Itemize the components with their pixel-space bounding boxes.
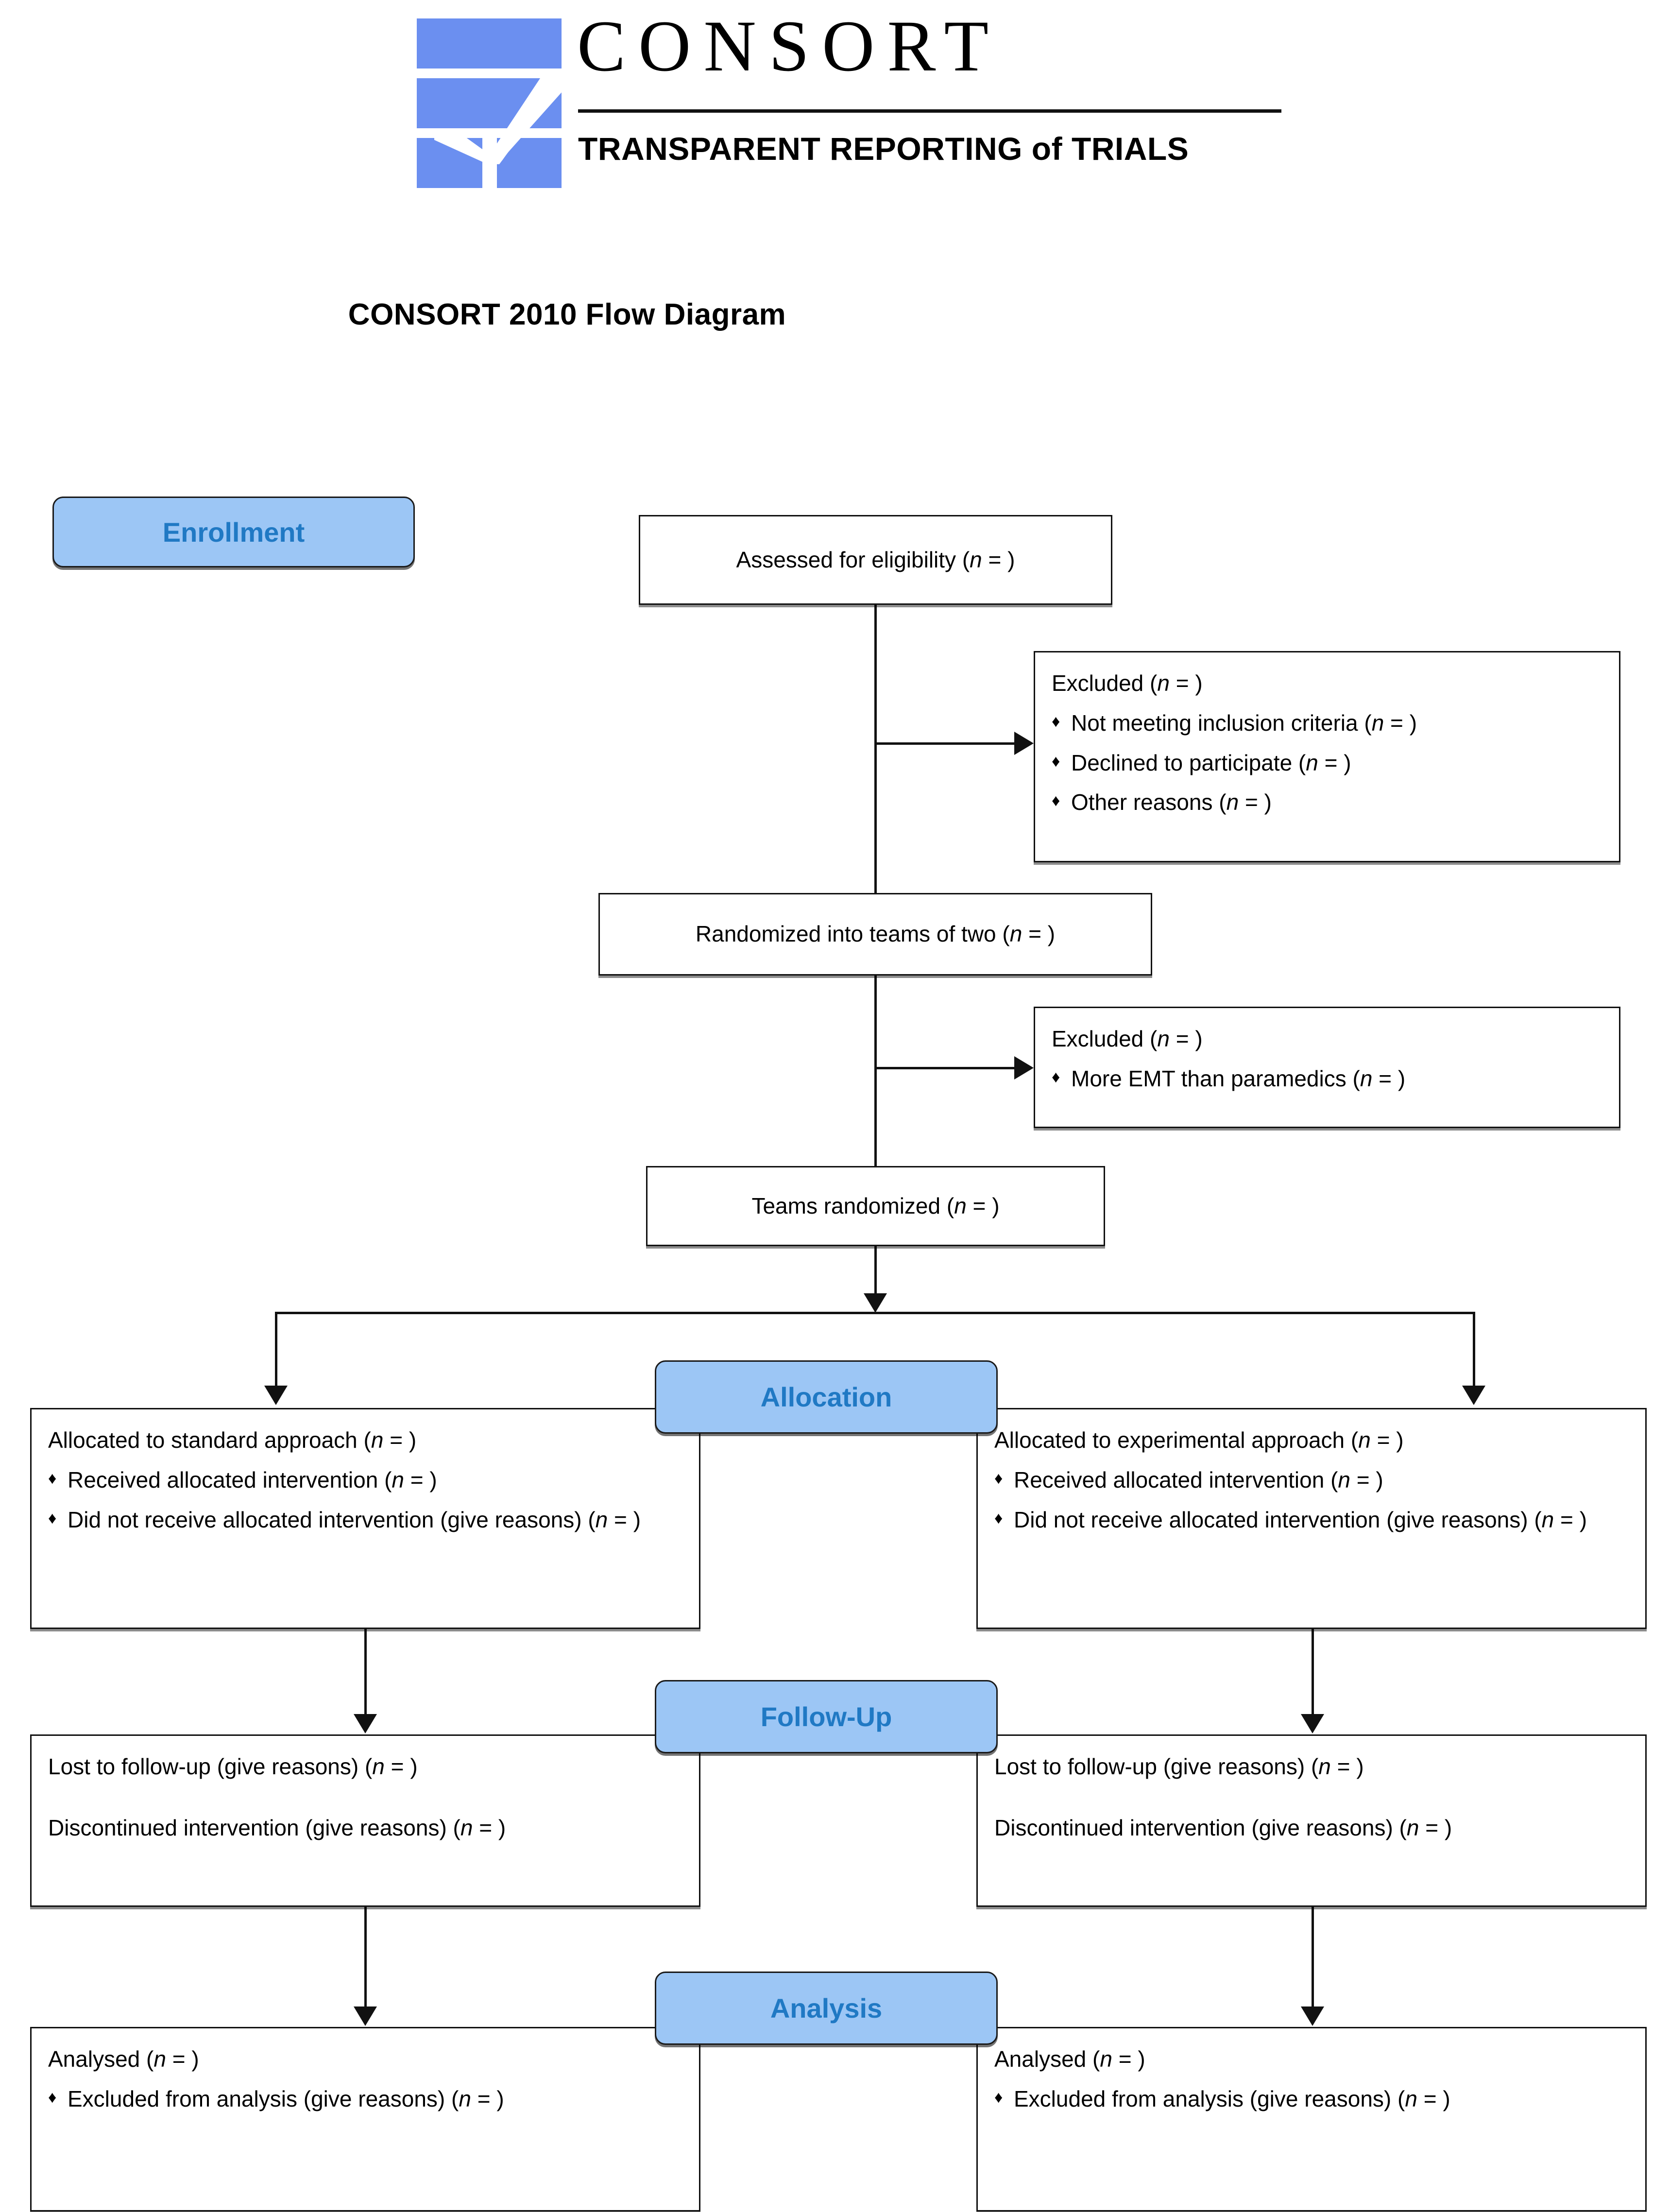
logo-bar-top [417,18,562,69]
box-randomized-into-teams-text: Randomized into teams of two (n = ) [695,921,1056,947]
stage-label-followup-text: Follow-Up [760,1701,892,1732]
list-item: ♦ Received allocated intervention (n = ) [48,1466,682,1495]
consort-logo: CONSORT TRANSPARENT REPORTING of TRIALS [417,10,1306,204]
list-item: ♦ Received allocated intervention (n = ) [994,1466,1629,1495]
arrowhead-excluded-1 [1014,732,1034,755]
list-item-label: Excluded from analysis (give reasons) (n… [68,2086,504,2111]
diamond-bullet-icon: ♦ [1052,791,1060,810]
box-allocation-standard: Allocated to standard approach (n = ) ♦ … [30,1408,700,1629]
diamond-bullet-icon: ♦ [1052,752,1060,771]
connector-alloc-to-fu-right [1312,1629,1314,1715]
list-item: ♦ Did not receive allocated intervention… [48,1506,682,1535]
checkmark-icon [431,69,562,164]
box-allocation-standard-heading: Allocated to standard approach (n = ) [48,1427,417,1453]
diamond-bullet-icon: ♦ [1052,712,1060,731]
list-item: ♦ Excluded from analysis (give reasons) … [48,2085,682,2114]
box-followup-standard-line2: Discontinued intervention (give reasons)… [48,1815,506,1840]
box-analysis-standard: Analysed (n = ) ♦ Excluded from analysis… [30,2027,700,2212]
box-analysis-experimental: Analysed (n = ) ♦ Excluded from analysis… [976,2027,1647,2212]
box-followup-standard-line1: Lost to follow-up (give reasons) (n = ) [48,1754,418,1779]
stage-label-allocation-text: Allocation [760,1382,892,1412]
stage-label-analysis-text: Analysis [770,1993,883,2023]
list-item: ♦ Not meeting inclusion criteria (n = ) [1052,709,1602,738]
box-followup-standard: Lost to follow-up (give reasons) (n = ) … [30,1734,700,1907]
arrowhead-analysis-right [1301,2006,1324,2026]
list-item: ♦ More EMT than paramedics (n = ) [1052,1064,1602,1094]
box-followup-experimental-line1: Lost to follow-up (give reasons) (n = ) [994,1754,1364,1779]
list-item-label: Did not receive allocated intervention (… [68,1507,641,1532]
box-excluded-eligibility-heading: Excluded (n = ) [1052,670,1203,696]
connector-split-right-drop [1473,1312,1475,1387]
arrowhead-fu-right [1301,1714,1324,1733]
connector-teams-to-teamsrandomized [874,976,877,1166]
list-item-label: Other reasons (n = ) [1071,789,1272,815]
list-item-label: Received allocated intervention (n = ) [1014,1467,1383,1492]
arrowhead-excluded-2 [1014,1056,1034,1080]
box-analysis-standard-heading: Analysed (n = ) [48,2046,199,2072]
arrowhead-split-entry [864,1293,887,1313]
page-title: CONSORT 2010 Flow Diagram [348,298,786,331]
consort-logo-mark [417,18,562,204]
connector-alloc-to-fu-left [364,1629,367,1715]
arrowhead-alloc-left [264,1386,288,1405]
diamond-bullet-icon: ♦ [994,1509,1003,1527]
arrowhead-fu-left [354,1714,377,1733]
box-teams-randomized: Teams randomized (n = ) [646,1166,1105,1246]
box-followup-experimental: Lost to follow-up (give reasons) (n = ) … [976,1734,1647,1907]
list-item: ♦ Did not receive allocated intervention… [994,1506,1629,1535]
box-excluded-teams-heading: Excluded (n = ) [1052,1026,1203,1051]
connector-branch-excluded-2 [874,1067,1014,1069]
box-assessed-for-eligibility: Assessed for eligibility (n = ) [639,515,1112,605]
connector-fu-to-analysis-left [364,1907,367,2008]
stage-label-enrollment-text: Enrollment [162,516,305,548]
box-teams-randomized-text: Teams randomized (n = ) [751,1193,1000,1218]
list-item-label: Did not receive allocated intervention (… [1014,1507,1587,1532]
connector-fu-to-analysis-right [1312,1907,1314,2008]
diamond-bullet-icon: ♦ [48,2088,57,2107]
arrowhead-alloc-right [1462,1386,1485,1405]
box-randomized-into-teams: Randomized into teams of two (n = ) [598,893,1152,976]
logo-tagline: TRANSPARENT REPORTING of TRIALS [578,131,1189,167]
diamond-bullet-icon: ♦ [48,1469,57,1488]
connector-split-left-drop [275,1312,277,1387]
diamond-bullet-icon: ♦ [48,1509,57,1527]
connector-split-bar [275,1312,1475,1314]
arrowhead-analysis-left [354,2006,377,2026]
list-item: ♦ Excluded from analysis (give reasons) … [994,2085,1629,2114]
diamond-bullet-icon: ♦ [994,1469,1003,1488]
connector-teamsrandomized-down [874,1246,877,1297]
box-excluded-teams: Excluded (n = ) ♦ More EMT than paramedi… [1034,1007,1620,1128]
box-assessed-text: Assessed for eligibility (n = ) [736,547,1015,572]
stage-label-allocation: Allocation [655,1360,998,1434]
diamond-bullet-icon: ♦ [1052,1067,1060,1086]
list-item-label: Declined to participate (n = ) [1071,750,1351,775]
box-excluded-eligibility: Excluded (n = ) ♦ Not meeting inclusion … [1034,651,1620,862]
logo-wordmark: CONSORT [577,6,1002,86]
diamond-bullet-icon: ♦ [994,2088,1003,2107]
list-item: ♦ Declined to participate (n = ) [1052,749,1602,778]
connector-branch-excluded-1 [874,742,1014,745]
list-item-label: Not meeting inclusion criteria (n = ) [1071,710,1417,736]
box-analysis-experimental-heading: Analysed (n = ) [994,2046,1145,2072]
stage-label-enrollment: Enrollment [52,497,415,567]
stage-label-followup: Follow-Up [655,1680,998,1753]
list-item-label: Received allocated intervention (n = ) [68,1467,437,1492]
box-allocation-experimental-heading: Allocated to experimental approach (n = … [994,1427,1404,1453]
logo-divider-rule [578,109,1281,113]
list-item: ♦ Other reasons (n = ) [1052,788,1602,817]
box-allocation-experimental: Allocated to experimental approach (n = … [976,1408,1647,1629]
list-item-label: Excluded from analysis (give reasons) (n… [1014,2086,1450,2111]
list-item-label: More EMT than paramedics (n = ) [1071,1065,1406,1091]
box-followup-experimental-line2: Discontinued intervention (give reasons)… [994,1815,1452,1840]
stage-label-analysis: Analysis [655,1972,998,2045]
connector-assessed-to-teams [874,605,877,894]
